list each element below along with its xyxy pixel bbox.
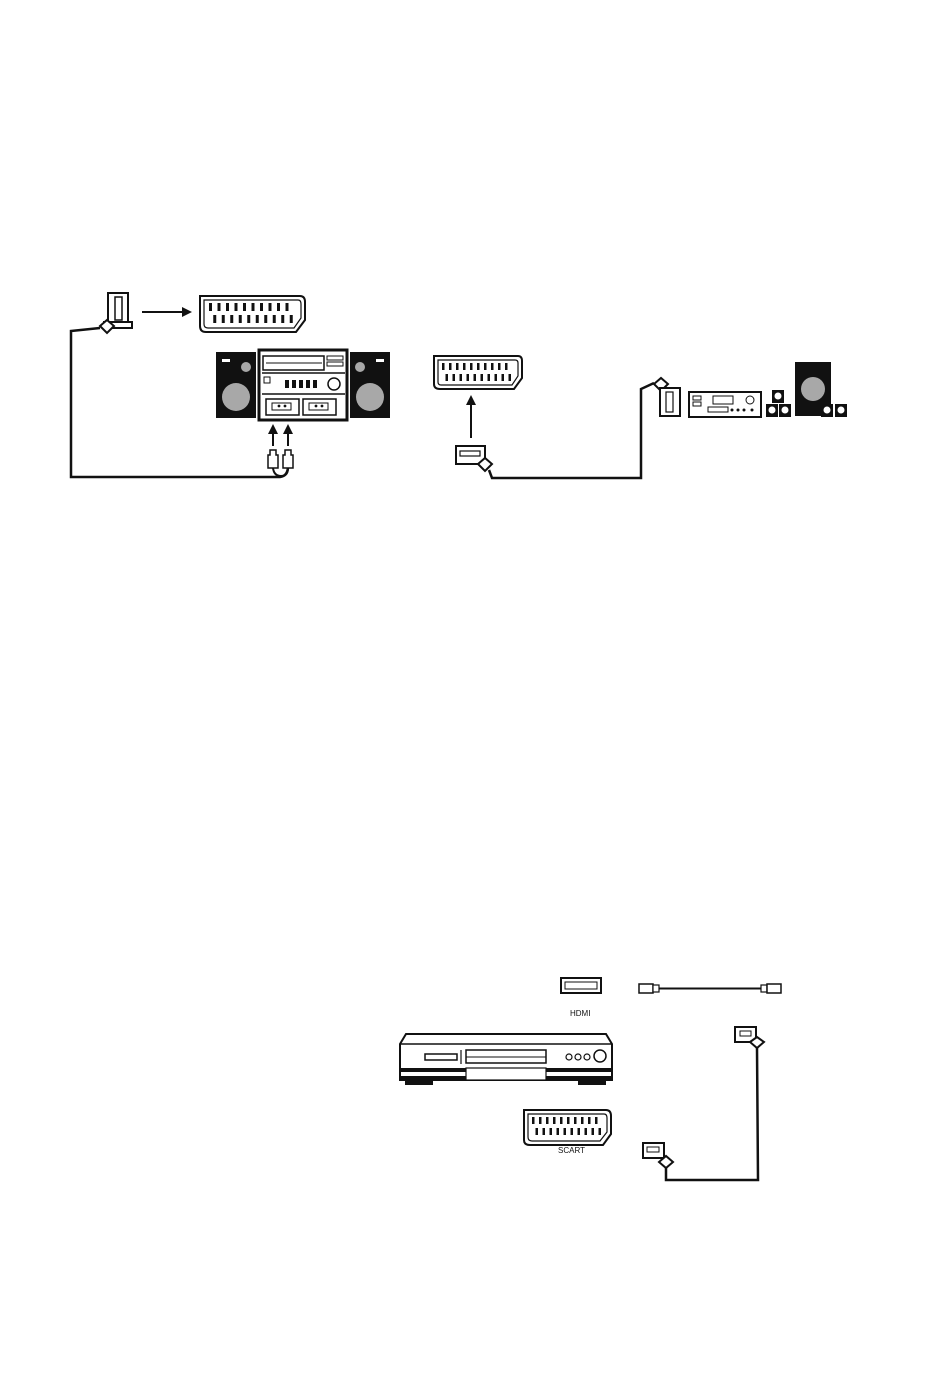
scart-pin — [239, 315, 242, 323]
scart-pin — [209, 303, 212, 311]
scart-cable-icon — [643, 1027, 764, 1180]
scart-pin — [539, 1117, 542, 1124]
scart-pin — [470, 363, 473, 370]
scart-pin — [592, 1128, 595, 1135]
scart-pin — [456, 363, 459, 370]
scart-pin — [581, 1117, 584, 1124]
scart-pin — [222, 315, 225, 323]
scart-pin — [281, 315, 284, 323]
av-receiver-icon — [689, 392, 761, 417]
scart-pin — [495, 374, 498, 381]
scart-socket-icon — [434, 356, 522, 389]
hdmi-cable-icon — [639, 984, 781, 993]
home-cinema-connection-group — [434, 356, 847, 478]
dvd-connection-group: HDMI — [400, 978, 781, 1180]
scart-pin — [509, 374, 512, 381]
scart-pin — [588, 1117, 591, 1124]
scart-pin — [543, 1128, 546, 1135]
hdmi-port-icon — [561, 978, 601, 993]
scart-pin — [571, 1128, 574, 1135]
scart-pin — [574, 1117, 577, 1124]
scart-pin — [235, 303, 238, 311]
scart-cable — [489, 383, 654, 478]
scart-label: SCART — [558, 1146, 585, 1155]
scart-pin — [502, 374, 505, 381]
scart-pin — [453, 374, 456, 381]
dvd-player-icon — [400, 1034, 612, 1085]
scart-pin — [564, 1128, 567, 1135]
scart-pin — [484, 363, 487, 370]
scart-pin — [449, 363, 452, 370]
scart-pin — [226, 303, 229, 311]
scart-pin — [218, 303, 221, 311]
scart-pin — [264, 315, 267, 323]
scart-pin — [256, 315, 259, 323]
scart-plug-icon — [654, 378, 680, 416]
right-speaker-icon — [350, 352, 390, 418]
scart-pin — [213, 315, 216, 323]
scart-pin — [273, 315, 276, 323]
scart-pin — [536, 1128, 539, 1135]
rca-plugs-icon — [268, 450, 293, 476]
scart-pin — [247, 315, 250, 323]
scart-pin — [277, 303, 280, 311]
scart-plug-icon — [456, 446, 492, 471]
scart-pin — [498, 363, 501, 370]
scart-pin — [269, 303, 272, 311]
scart-pin — [230, 315, 233, 323]
scart-socket-icon — [524, 1110, 611, 1145]
left-speaker-icon — [216, 352, 256, 418]
scart-pin — [567, 1117, 570, 1124]
scart-pin — [467, 374, 470, 381]
scart-pin — [578, 1128, 581, 1135]
scart-pin — [290, 315, 293, 323]
scart-pin — [546, 1117, 549, 1124]
scart-pin — [477, 363, 480, 370]
scart-pin — [557, 1128, 560, 1135]
scart-pin — [481, 374, 484, 381]
surround-speakers-icon — [766, 362, 847, 417]
scart-pin — [491, 363, 494, 370]
scart-pin — [599, 1128, 602, 1135]
scart-pin — [505, 363, 508, 370]
scart-plug-icon — [100, 293, 132, 333]
scart-pin — [463, 363, 466, 370]
scart-pin — [585, 1128, 588, 1135]
scart-pin — [460, 374, 463, 381]
scart-pin — [442, 363, 445, 370]
scart-pin — [550, 1128, 553, 1135]
scart-pin — [252, 303, 255, 311]
stereo-unit-icon — [259, 350, 347, 420]
scart-pin — [474, 374, 477, 381]
scart-pin — [532, 1117, 535, 1124]
scart-pin — [595, 1117, 598, 1124]
scart-pin — [488, 374, 491, 381]
hifi-connection-group — [71, 293, 390, 477]
scart-pin — [553, 1117, 556, 1124]
scart-pin — [446, 374, 449, 381]
scart-pin — [286, 303, 289, 311]
hdmi-label: HDMI — [570, 1009, 590, 1018]
scart-pin — [560, 1117, 563, 1124]
scart-pin — [243, 303, 246, 311]
scart-socket-icon — [200, 296, 305, 332]
scart-pin — [260, 303, 263, 311]
